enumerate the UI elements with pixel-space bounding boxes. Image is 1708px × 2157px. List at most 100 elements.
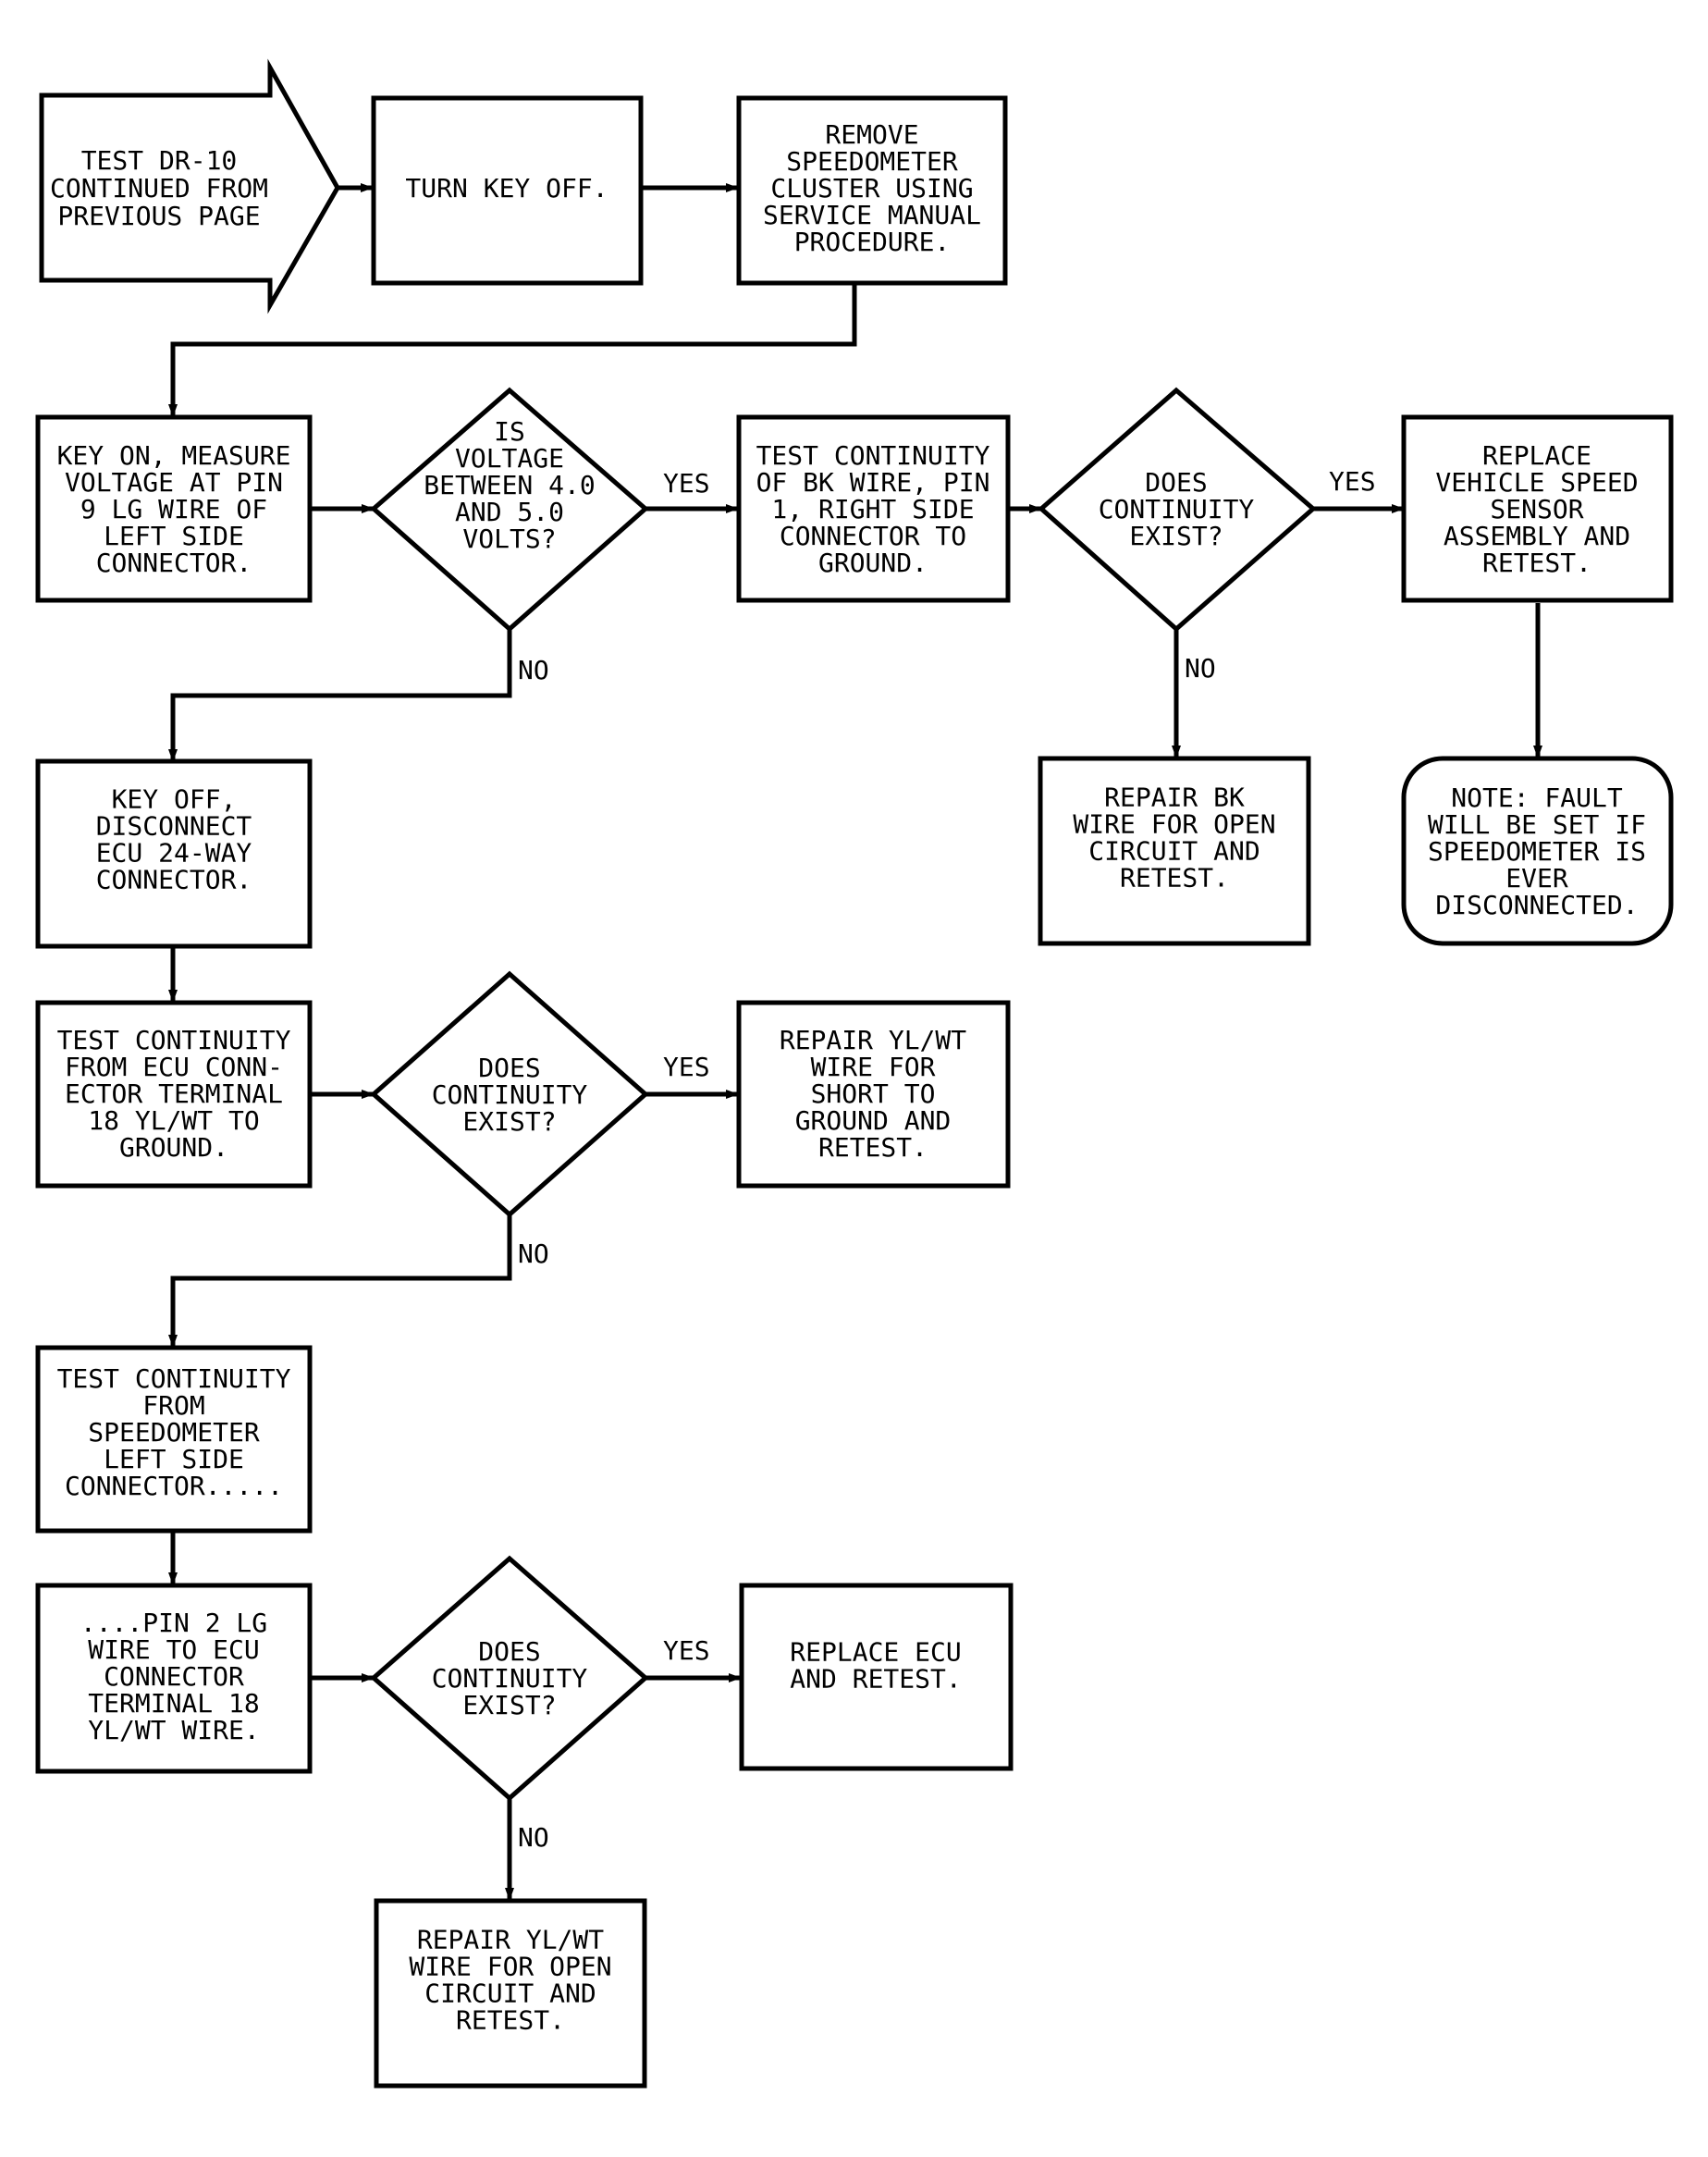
key-on-measure-line: VOLTAGE AT PIN bbox=[65, 467, 283, 498]
decision-continuity-short-line: EXIST? bbox=[462, 1106, 556, 1137]
test-bk-wire-line: CONNECTOR TO bbox=[780, 521, 966, 551]
test-ecu-terminal-line: FROM ECU CONN- bbox=[65, 1052, 283, 1082]
repair-short-box bbox=[736, 1000, 1011, 1189]
key-on-measure-box bbox=[35, 414, 313, 603]
remove-cluster-line: SPEEDOMETER bbox=[786, 146, 958, 177]
voltage-no-label: NO bbox=[518, 655, 549, 685]
test-ecu-terminal-line: 18 YL/WT TO bbox=[88, 1105, 259, 1136]
start-line: CONTINUED FROM bbox=[50, 173, 268, 203]
short-no-label: NO bbox=[518, 1239, 549, 1269]
test-bk-wire-line: GROUND. bbox=[818, 548, 928, 578]
repair-open-line: CIRCUIT AND bbox=[424, 1978, 596, 2009]
pin2-lg-box bbox=[35, 1583, 313, 1774]
decision-continuity-bk-line: DOES bbox=[1145, 467, 1207, 498]
key-off-disconnect-box bbox=[35, 758, 313, 949]
key-on-measure-line: CONNECTOR. bbox=[96, 548, 252, 578]
remove-cluster-box bbox=[736, 95, 1008, 286]
test-ecu-terminal-box bbox=[35, 1000, 313, 1189]
test-speedo-left-line: FROM bbox=[142, 1390, 204, 1421]
decision-continuity-short-line: CONTINUITY bbox=[432, 1079, 588, 1110]
key-off-disconnect-line: KEY OFF, bbox=[112, 784, 237, 815]
repair-short-line: WIRE FOR bbox=[811, 1052, 936, 1082]
decision-continuity-open-line: CONTINUITY bbox=[432, 1663, 588, 1694]
short-continuity-decision-diamond bbox=[370, 970, 649, 1218]
note-fault-line: DISCONNECTED. bbox=[1435, 890, 1638, 920]
connector-short-no bbox=[168, 1214, 512, 1348]
replace-sensor-box bbox=[1401, 414, 1674, 603]
repair-open-box bbox=[374, 1898, 647, 2089]
start-arrow-shape bbox=[39, 58, 340, 314]
decision-voltage-line: BETWEEN 4.0 bbox=[424, 470, 595, 500]
decision-voltage-line: VOLTAGE bbox=[455, 443, 564, 474]
key-off-disconnect-line: CONNECTOR. bbox=[96, 865, 252, 895]
repair-bk-line: RETEST. bbox=[1120, 863, 1229, 894]
key-off-disconnect-line: ECU 24-WAY bbox=[96, 838, 252, 869]
connector-remove-cluster-to-key-on bbox=[168, 284, 857, 417]
pin2-lg-line: WIRE TO ECU bbox=[88, 1634, 259, 1665]
open-no-label: NO bbox=[518, 1822, 549, 1853]
start-line: PREVIOUS PAGE bbox=[57, 201, 260, 231]
replace-sensor-line: RETEST. bbox=[1482, 548, 1591, 578]
remove-cluster-line: SERVICE MANUAL bbox=[763, 200, 981, 230]
voltage-decision-diamond bbox=[370, 387, 649, 633]
remove-cluster-line: PROCEDURE. bbox=[794, 227, 951, 257]
replace-ecu-box bbox=[739, 1583, 1014, 1771]
bk-no-label: NO bbox=[1185, 653, 1216, 684]
test-ecu-terminal-line: ECTOR TERMINAL bbox=[65, 1078, 283, 1109]
key-on-measure-line: LEFT SIDE bbox=[104, 521, 244, 551]
open-continuity-decision-diamond bbox=[370, 1555, 649, 1802]
decision-voltage-line: VOLTS? bbox=[462, 524, 556, 554]
test-speedo-left-line: TEST CONTINUITY bbox=[57, 1363, 291, 1394]
connectors bbox=[168, 183, 1542, 1901]
start-line: TEST DR-10 bbox=[81, 145, 238, 176]
test-speedo-left-box bbox=[35, 1345, 313, 1534]
decision-continuity-open-line: EXIST? bbox=[462, 1690, 556, 1720]
key-on-measure-line: KEY ON, MEASURE bbox=[57, 440, 291, 471]
repair-open-line: WIRE FOR OPEN bbox=[409, 1952, 611, 1982]
note-fault-line: NOTE: FAULT bbox=[1451, 783, 1623, 813]
repair-short-line: REPAIR YL/WT bbox=[780, 1025, 966, 1055]
repair-open-line: RETEST. bbox=[456, 2005, 565, 2036]
repair-bk-line: WIRE FOR OPEN bbox=[1073, 809, 1275, 840]
decision-continuity-open-line: DOES bbox=[478, 1636, 540, 1667]
decision-continuity-bk-line: CONTINUITY bbox=[1099, 494, 1255, 524]
repair-short-line: SHORT TO bbox=[811, 1078, 936, 1109]
decision-continuity-bk-line: EXIST? bbox=[1129, 521, 1223, 551]
note-fault-line: SPEEDOMETER IS bbox=[1428, 836, 1646, 867]
key-on-measure-line: 9 LG WIRE OF bbox=[80, 494, 267, 524]
remove-cluster-line: CLUSTER USING bbox=[770, 173, 973, 203]
pin2-lg-line: ....PIN 2 LG bbox=[80, 1608, 267, 1638]
test-ecu-terminal-line: GROUND. bbox=[119, 1132, 228, 1163]
bk-continuity-decision-diamond bbox=[1038, 387, 1317, 633]
test-speedo-left-line: CONNECTOR..... bbox=[65, 1471, 283, 1501]
test-bk-wire-line: 1, RIGHT SIDE bbox=[771, 494, 974, 524]
pin2-lg-line: CONNECTOR bbox=[104, 1661, 244, 1692]
test-bk-wire-line: TEST CONTINUITY bbox=[756, 440, 990, 471]
pin2-lg-line: YL/WT WIRE. bbox=[88, 1715, 259, 1745]
test-ecu-terminal-line: TEST CONTINUITY bbox=[57, 1025, 291, 1055]
repair-open-line: REPAIR YL/WT bbox=[417, 1925, 604, 1955]
repair-bk-line: CIRCUIT AND bbox=[1088, 836, 1259, 867]
decision-voltage-line: AND 5.0 bbox=[455, 497, 564, 527]
replace-sensor-line: SENSOR bbox=[1490, 494, 1583, 524]
turn-key-off-box bbox=[371, 95, 644, 286]
replace-ecu-line: REPLACE ECU bbox=[790, 1637, 961, 1668]
repair-bk-box bbox=[1038, 756, 1311, 946]
replace-sensor-line: VEHICLE SPEED bbox=[1435, 467, 1638, 498]
decision-continuity-short-line: DOES bbox=[478, 1053, 540, 1083]
